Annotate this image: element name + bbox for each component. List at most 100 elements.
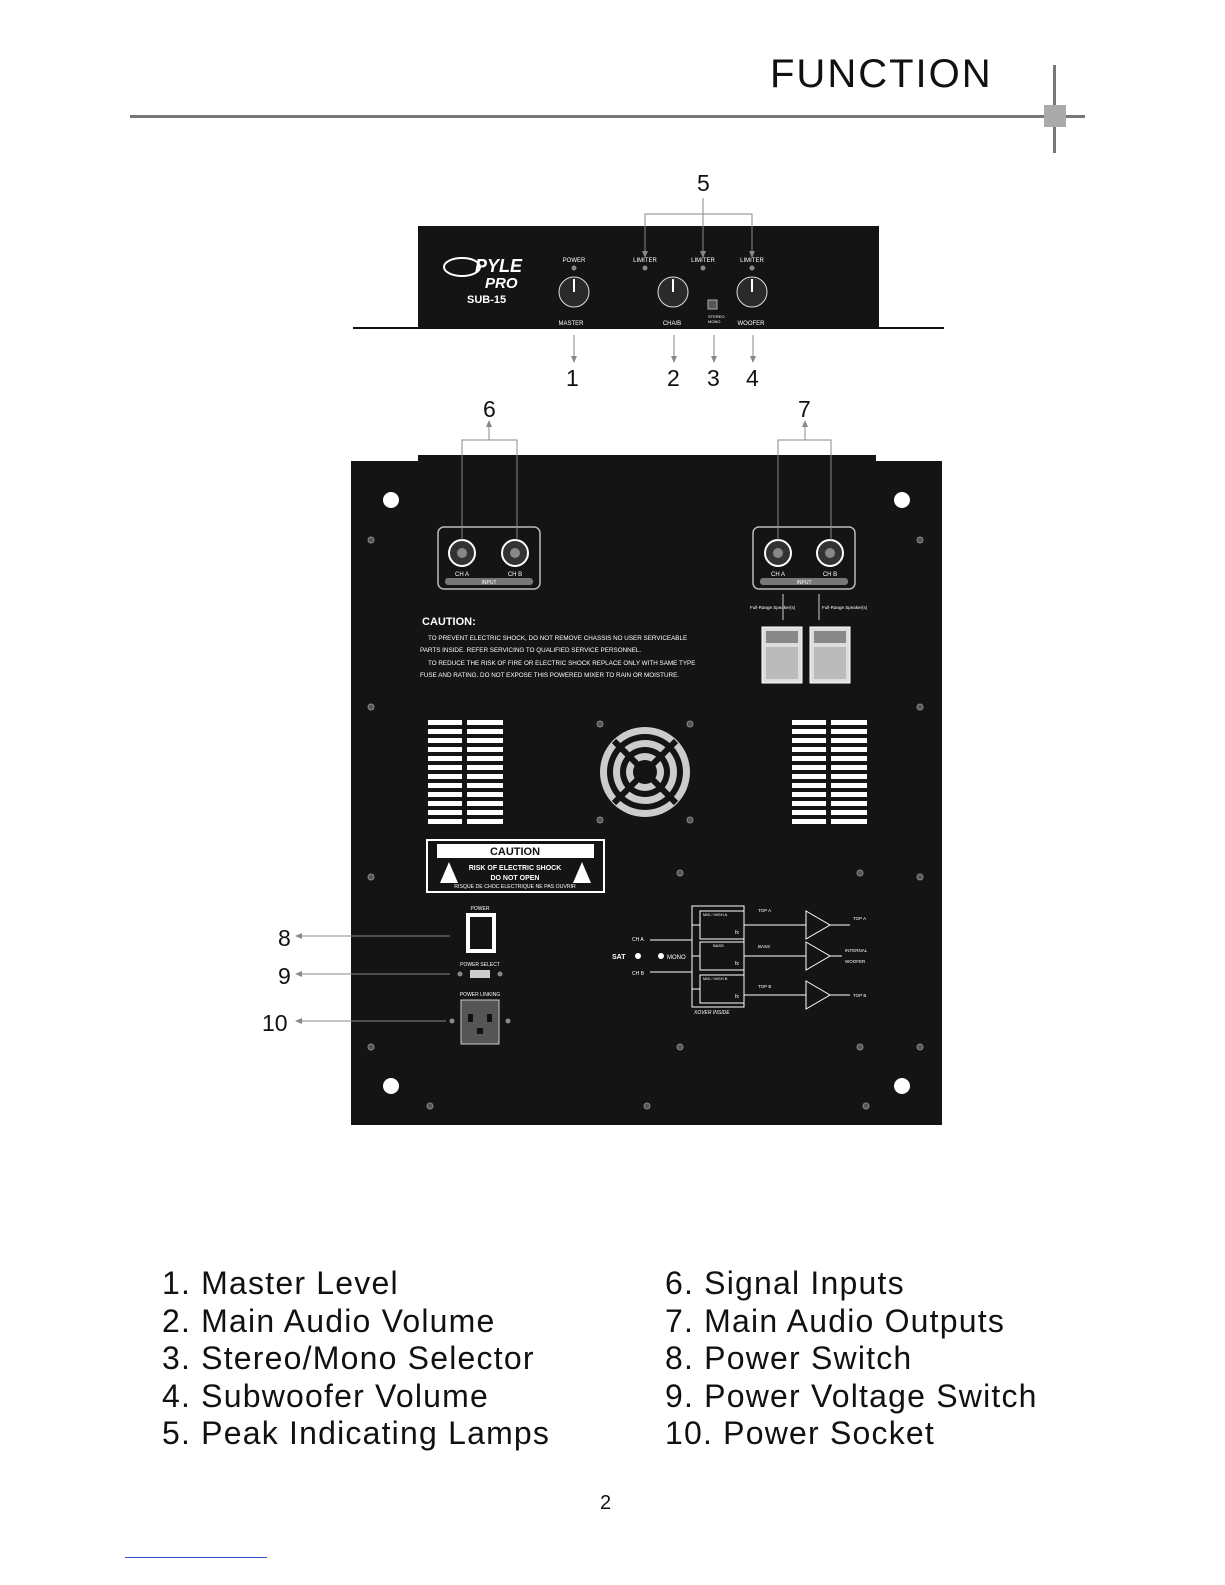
limiter-led-b bbox=[700, 265, 706, 271]
legend-item: 8. Power Switch bbox=[665, 1340, 913, 1376]
svg-text:CH B: CH B bbox=[508, 572, 522, 578]
brand-logo-icon bbox=[443, 257, 481, 277]
callout-9: 9 bbox=[278, 963, 291, 989]
svg-text:MID / HIGH A: MID / HIGH A bbox=[703, 912, 728, 917]
svg-text:BASS: BASS bbox=[758, 944, 770, 949]
legend-item: 3. Stereo/Mono Selector bbox=[162, 1340, 535, 1376]
svg-text:fx: fx bbox=[735, 994, 739, 1000]
svg-text:RISK OF ELECTRIC SHOCK: RISK OF ELECTRIC SHOCK bbox=[469, 865, 562, 872]
svg-text:CAUTION: CAUTION bbox=[490, 846, 540, 858]
callout-4: 4 bbox=[746, 365, 759, 391]
input-panel-left bbox=[437, 526, 541, 590]
callout-7: 7 bbox=[798, 396, 811, 422]
svg-text:INPUT: INPUT bbox=[797, 580, 812, 586]
limiter-label-c: LIMITER bbox=[740, 258, 764, 264]
front-leader-lines bbox=[571, 198, 756, 363]
callout-1: 1 bbox=[566, 365, 579, 391]
shock-warning-icon bbox=[440, 862, 458, 883]
callout-2: 2 bbox=[667, 365, 680, 391]
model-name: SUB-15 bbox=[467, 294, 506, 306]
legend-item: 1. Master Level bbox=[162, 1265, 399, 1301]
svg-text:CH A: CH A bbox=[632, 937, 644, 943]
svg-text:WOOFER: WOOFER bbox=[845, 959, 866, 964]
svg-text:CH A: CH A bbox=[455, 572, 469, 578]
svg-text:POWER SELECT: POWER SELECT bbox=[460, 962, 500, 968]
header-rule bbox=[130, 115, 1085, 118]
svg-text:FUSE AND RATING. DO NOT EXPOSE: FUSE AND RATING. DO NOT EXPOSE THIS POWE… bbox=[420, 672, 679, 679]
svg-text:Full-Range Speaker(s): Full-Range Speaker(s) bbox=[822, 605, 868, 610]
rear-panel: CH A CH B INPUT CH A CH B INPUT Full-Ran… bbox=[351, 455, 942, 1125]
legend-right: 6. Signal Inputs 7. Main Audio Outputs 8… bbox=[665, 1265, 1038, 1453]
fan-icon bbox=[600, 727, 690, 817]
brand-line2: PRO bbox=[485, 275, 518, 292]
svg-text:TOP B: TOP B bbox=[758, 984, 771, 989]
svg-text:fx: fx bbox=[735, 961, 739, 967]
svg-text:CH A: CH A bbox=[771, 572, 785, 578]
stereo-label: STEREO bbox=[708, 314, 724, 319]
crossover-block-diagram bbox=[650, 905, 850, 1010]
page-title: FUNCTION bbox=[770, 52, 993, 96]
legend-left: 1. Master Level 2. Main Audio Volume 3. … bbox=[162, 1265, 550, 1453]
legend-item: 4. Subwoofer Volume bbox=[162, 1377, 489, 1414]
svg-text:MONO: MONO bbox=[667, 955, 686, 961]
caution-heading: CAUTION: bbox=[422, 616, 476, 628]
svg-text:POWER: POWER bbox=[471, 906, 490, 912]
legend-item: 5. Peak Indicating Lamps bbox=[162, 1415, 551, 1451]
svg-text:TO PREVENT ELECTRIC SHOCK, DO: TO PREVENT ELECTRIC SHOCK, DO NOT REMOVE… bbox=[428, 635, 687, 642]
svg-text:Full-Range Speaker(s): Full-Range Speaker(s) bbox=[750, 605, 796, 610]
callout-3: 3 bbox=[707, 365, 720, 391]
svg-text:TO REDUCE THE RISK OF FIRE OR: TO REDUCE THE RISK OF FIRE OR ELECTRIC S… bbox=[428, 660, 695, 667]
caution-label-box: CAUTION RISK OF ELECTRIC SHOCK DO NOT OP… bbox=[426, 839, 605, 893]
power-socket bbox=[460, 999, 500, 1045]
page-number: 2 bbox=[600, 1492, 612, 1514]
svg-text:MID / HIGH B: MID / HIGH B bbox=[703, 976, 728, 981]
legend-item: 6. Signal Inputs bbox=[665, 1265, 905, 1301]
limiter-led-c bbox=[749, 265, 755, 271]
corner-square-mark bbox=[1044, 105, 1066, 127]
legend-item: 10. Power Socket bbox=[665, 1415, 935, 1451]
speaker-icon-a bbox=[761, 626, 803, 684]
callout-6: 6 bbox=[483, 396, 496, 422]
svg-text:INTERNAL: INTERNAL bbox=[845, 948, 868, 953]
svg-text:DO NOT OPEN: DO NOT OPEN bbox=[490, 875, 539, 882]
main-knob-label: CHA/B bbox=[663, 321, 681, 327]
woofer-knob-label: WOOFER bbox=[738, 321, 766, 327]
svg-text:TOP A: TOP A bbox=[853, 916, 866, 921]
product-illustration: PYLE PRO SUB-15 POWER MASTER LIMITER LIM… bbox=[295, 198, 944, 1125]
power-led bbox=[571, 265, 577, 271]
front-panel: PYLE PRO SUB-15 POWER MASTER LIMITER LIM… bbox=[353, 226, 944, 329]
svg-text:PARTS INSIDE. REFER SERVICING: PARTS INSIDE. REFER SERVICING TO QUALIFI… bbox=[420, 647, 641, 654]
power-led-label: POWER bbox=[563, 258, 586, 264]
callout-8: 8 bbox=[278, 925, 291, 951]
exclamation-warning-icon bbox=[573, 862, 591, 883]
master-knob-label: MASTER bbox=[558, 321, 584, 327]
legend-item: 7. Main Audio Outputs bbox=[665, 1302, 1006, 1339]
vent-right bbox=[792, 720, 867, 824]
svg-text:XOVER INSIDE: XOVER INSIDE bbox=[693, 1010, 730, 1016]
limiter-label-b: LIMITER bbox=[691, 258, 715, 264]
svg-text:SAT: SAT bbox=[612, 954, 626, 961]
limiter-led-a bbox=[642, 265, 648, 271]
vent-left bbox=[428, 720, 503, 824]
limiter-label-a: LIMITER bbox=[633, 258, 657, 264]
svg-text:TOP B: TOP B bbox=[853, 993, 866, 998]
legend-item: 9. Power Voltage Switch bbox=[665, 1377, 1038, 1414]
callout-5: 5 bbox=[697, 170, 710, 196]
svg-text:TOP A: TOP A bbox=[758, 908, 771, 913]
svg-text:BASS: BASS bbox=[713, 943, 724, 948]
footer-rule bbox=[125, 1557, 267, 1558]
legend-item: 2. Main Audio Volume bbox=[162, 1302, 496, 1339]
rear-leader-lines bbox=[295, 420, 832, 1024]
input-panel-right bbox=[752, 526, 856, 590]
mono-label: MONO bbox=[708, 319, 720, 324]
callout-10: 10 bbox=[262, 1010, 288, 1036]
svg-text:CH B: CH B bbox=[632, 971, 645, 977]
svg-text:POWER LINKING: POWER LINKING bbox=[460, 992, 500, 998]
stereo-mono-button bbox=[707, 299, 718, 310]
svg-text:CH B: CH B bbox=[823, 572, 837, 578]
brand-line1: PYLE bbox=[475, 256, 523, 276]
svg-text:fx: fx bbox=[735, 930, 739, 936]
svg-text:RISQUE DE CHOC ELECTRIQUE NE P: RISQUE DE CHOC ELECTRIQUE NE PAS OUVRIR bbox=[454, 884, 576, 890]
svg-text:INPUT: INPUT bbox=[482, 580, 497, 586]
speaker-icon-b bbox=[809, 626, 851, 684]
